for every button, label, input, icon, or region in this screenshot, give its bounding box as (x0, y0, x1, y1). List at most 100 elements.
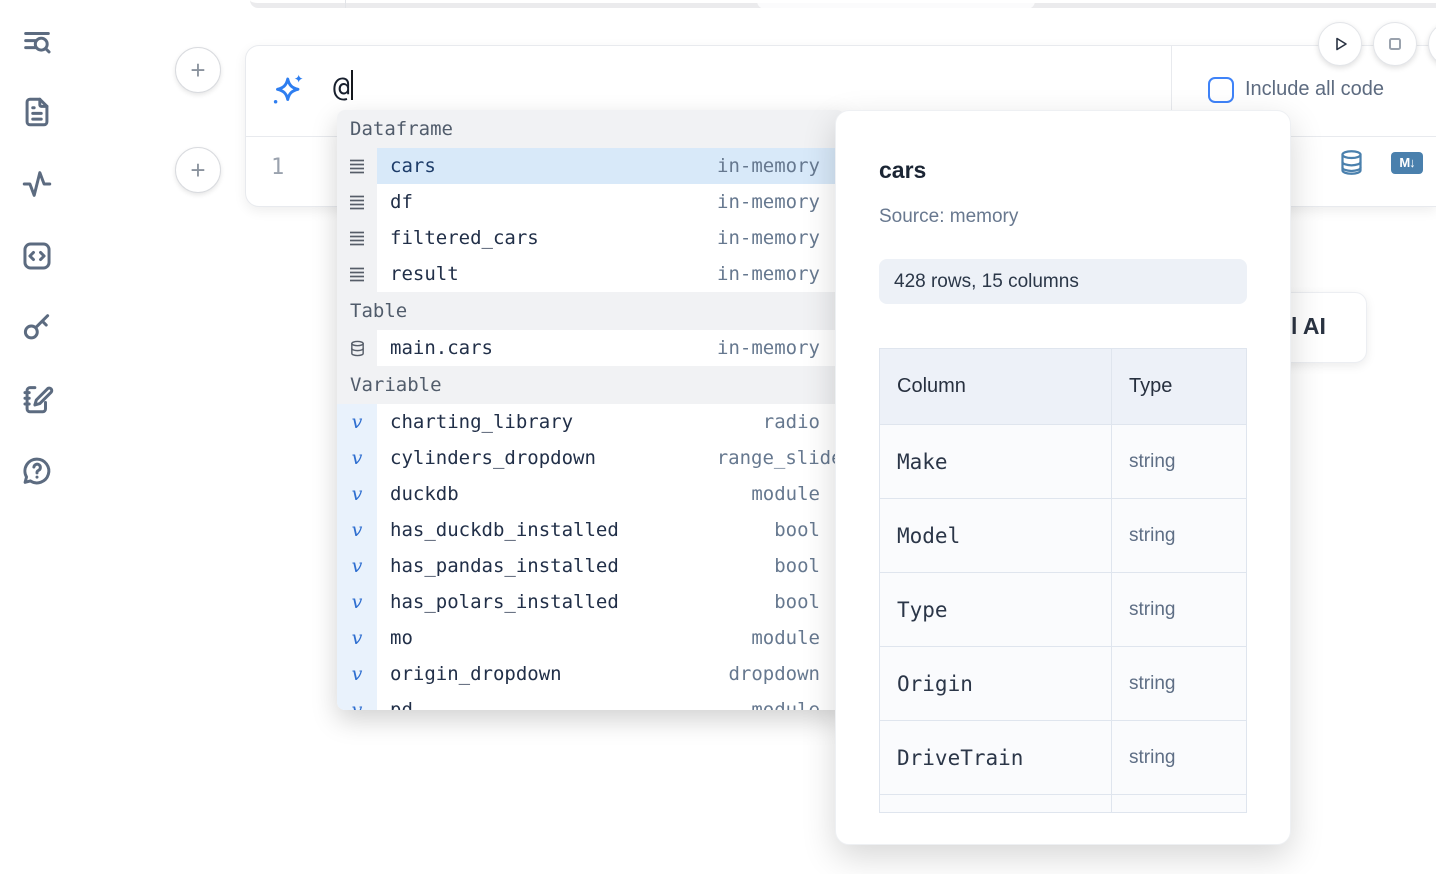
completion-item[interactable]: v has_duckdb_installed bool (337, 512, 845, 548)
type-header: Type (1129, 375, 1173, 397)
schema-table-header: Column Type (880, 349, 1246, 424)
sidebar-item-tracing[interactable] (17, 165, 57, 205)
completion-item[interactable]: v origin_dropdown dropdown (337, 656, 845, 692)
play-icon (1336, 37, 1347, 51)
stop-button[interactable] (1373, 22, 1417, 66)
schema-column-name: Make (897, 449, 948, 474)
completion-item[interactable]: main.cars in-memory (337, 330, 845, 366)
completion-item[interactable]: v has_pandas_installed bool (337, 548, 845, 584)
completion-item-type: module (751, 627, 820, 649)
completion-item-type: bool (774, 591, 820, 613)
include-all-code-label: Include all code (1245, 78, 1384, 100)
completion-item-type: range_slider (716, 447, 845, 469)
dataframe-icon (337, 220, 377, 256)
completion-section-header: Variable (337, 366, 845, 404)
stop-icon (1389, 38, 1401, 50)
completion-item-name: duckdb (390, 483, 459, 505)
generate-with-ai-label: l AI (1291, 313, 1326, 339)
completion-item-name: main.cars (390, 337, 493, 359)
table-icon (337, 330, 377, 366)
variable-icon: v (337, 548, 377, 584)
completion-item-type: module (751, 483, 820, 505)
sidebar-item-snippets[interactable] (17, 237, 57, 277)
help-chat-icon (23, 457, 51, 484)
schema-table-row: DriveTrain string (880, 720, 1246, 794)
schema-table-row: Make string (880, 424, 1246, 498)
completion-item[interactable]: filtered_cars in-memory (337, 220, 845, 256)
variable-icon: v (337, 620, 377, 656)
completion-item-name: mo (390, 627, 413, 649)
datasource-icon[interactable] (1338, 149, 1365, 181)
completion-item-type: bool (774, 555, 820, 577)
sidebar-item-documentation[interactable] (17, 93, 57, 133)
completion-item-name: origin_dropdown (390, 663, 562, 685)
previous-cell-divider (345, 0, 346, 8)
ai-prompt-input[interactable]: @ (246, 46, 1171, 136)
completion-item-type: module (751, 699, 820, 710)
completion-item-name: has_polars_installed (390, 591, 619, 613)
sidebar-item-help[interactable] (17, 452, 57, 492)
completion-item-type: radio (762, 411, 820, 433)
schema-table-row (880, 794, 1246, 812)
variable-icon: v (337, 692, 377, 710)
completion-item-name: has_pandas_installed (390, 555, 619, 577)
sidebar-item-file-search[interactable] (17, 23, 57, 63)
completion-item[interactable]: v pd module (337, 692, 845, 710)
preview-source: Source: memory (879, 206, 1019, 227)
ai-options-area: Include all code (1171, 46, 1436, 136)
sidebar-item-secrets[interactable] (17, 308, 57, 348)
dataframe-preview-panel: cars Source: memory 428 rows, 15 columns… (835, 110, 1291, 845)
completion-item-name: pd (390, 699, 413, 710)
markdown-icon[interactable]: M↓ (1391, 152, 1423, 174)
schema-column-type: string (1129, 524, 1176, 546)
add-cell-above-button[interactable]: + (175, 47, 221, 93)
file-document-icon (25, 97, 49, 126)
sidebar-item-scratchpad[interactable] (17, 380, 57, 420)
variable-icon: v (337, 512, 377, 548)
schema-column-type: string (1129, 746, 1176, 768)
run-cell-button[interactable] (1318, 22, 1362, 66)
completion-section-header: Table (337, 292, 845, 330)
schema-column-name: DriveTrain (897, 745, 1024, 770)
text-cursor (350, 70, 353, 100)
completion-item-type: in-memory (717, 227, 820, 249)
completion-item-type: in-memory (717, 155, 820, 177)
include-all-code-checkbox[interactable] (1208, 77, 1234, 103)
completion-item-type: in-memory (717, 337, 820, 359)
completion-item-name: charting_library (390, 411, 574, 433)
completion-item-name: cylinders_dropdown (390, 447, 596, 469)
variable-icon: v (337, 656, 377, 692)
schema-column-type: string (1129, 672, 1176, 694)
ai-prompt-value[interactable]: @ (333, 70, 353, 103)
line-number: 1 (271, 155, 285, 180)
column-header: Column (880, 349, 1112, 424)
completion-item-type: bool (774, 519, 820, 541)
ai-sparkle-icon (273, 74, 303, 104)
completion-item-name: filtered_cars (390, 227, 539, 249)
completion-item-type: in-memory (717, 263, 820, 285)
add-cell-below-button[interactable]: + (175, 147, 221, 193)
completion-item[interactable]: cars in-memory (337, 148, 845, 184)
shape-badge: 428 rows, 15 columns (879, 259, 1247, 304)
variable-icon: v (337, 476, 377, 512)
completion-item-name: has_duckdb_installed (390, 519, 619, 541)
schema-column-type: string (1129, 450, 1176, 472)
completion-item-type: dropdown (728, 663, 820, 685)
dataframe-icon (337, 256, 377, 292)
schema-column-name: Type (897, 597, 948, 622)
completion-item-name: cars (390, 155, 436, 177)
